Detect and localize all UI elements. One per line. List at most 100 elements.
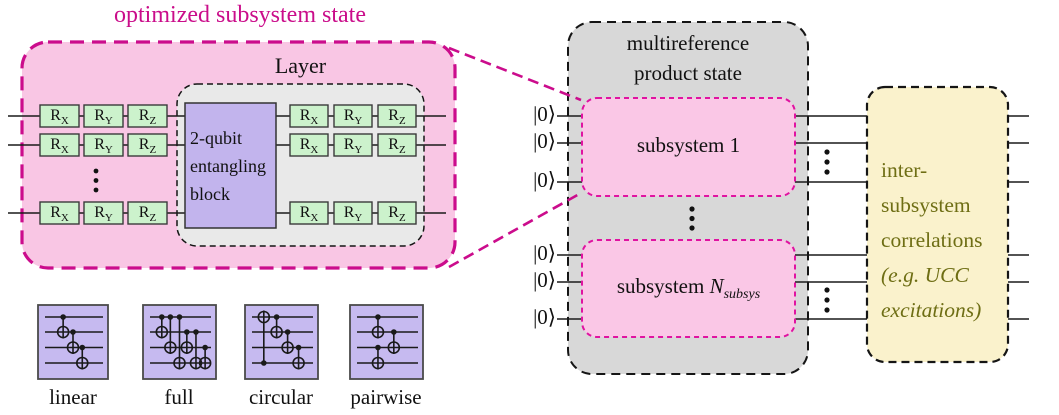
cnot-control-dot: [261, 360, 267, 366]
rotation-gate-label: RZ: [388, 136, 406, 157]
cnot-target-circle: [66, 341, 80, 354]
cnot-control-dot: [159, 314, 165, 320]
rotation-gate-rect: [39, 104, 80, 128]
subsystem1-wires-ellipsis: [824, 149, 830, 175]
rotation-gate-rect: [83, 133, 124, 157]
rotation-gate-label: RZ: [138, 107, 157, 128]
dot: [689, 215, 695, 222]
rotation-gate-rect: [377, 133, 417, 157]
cnot-target-circle: [292, 356, 305, 370]
subsystem-1-label: subsystem 1: [636, 133, 741, 157]
subsystemN-wires-ellipsis: [824, 287, 830, 313]
inter-subsystem-line-3: correlations: [881, 228, 983, 252]
ket-zero-label: |0⟩: [533, 241, 556, 265]
entangling-block: [184, 102, 277, 229]
callout-line-bottom: [448, 191, 582, 269]
ket-zero-label: |0⟩: [533, 168, 556, 192]
rotation-gate-label: RY: [94, 136, 113, 157]
dot: [93, 178, 99, 183]
cnot-control-dot: [167, 314, 174, 320]
cnot-target-circle: [281, 341, 294, 354]
cnot-target-circle: [189, 356, 203, 370]
subsystem-n-label: subsystem Nsubsys: [582, 274, 795, 303]
cnot-target-circle: [75, 356, 89, 370]
pattern-circuits-layer: [45, 310, 418, 370]
subsystem-n-prefix: subsystem: [616, 274, 710, 298]
inter-subsystem-line-2: subsystem: [881, 193, 971, 217]
cnot-control-dot: [202, 344, 208, 351]
rotation-gate-label: RY: [343, 136, 363, 157]
cnot-control-dot: [273, 314, 280, 320]
rotation-gate-label: RY: [343, 204, 363, 225]
pattern-label-circular: circular: [248, 385, 314, 409]
cnot-control-dot: [375, 314, 381, 320]
rotation-gate-label: RX: [50, 136, 69, 157]
dot: [689, 225, 695, 231]
ket-zero-label: |0⟩: [533, 129, 556, 153]
dot: [93, 187, 99, 193]
rotation-gate-label: RX: [299, 107, 319, 128]
rotation-gate-rect: [377, 104, 417, 128]
rotation-gate-rect: [83, 104, 124, 128]
multireference-title-line-2: product state: [634, 61, 742, 85]
rotation-gate-label: RZ: [388, 107, 406, 128]
subsystem-n-box: [581, 239, 796, 338]
rotation-gate-rect: [289, 133, 329, 157]
pattern-box-pairwise: [349, 304, 424, 380]
dot: [824, 307, 830, 313]
dot: [824, 159, 830, 165]
multireference-title: multireference product state: [568, 28, 808, 88]
cnot-control-dot: [295, 344, 302, 351]
pattern-label-linear: linear: [49, 385, 97, 409]
entangling-line-2: entangling: [190, 156, 266, 176]
rotation-gate-label: RX: [299, 136, 319, 157]
cnot-control-dot: [184, 329, 190, 335]
rotation-gate-rect: [377, 201, 417, 225]
subsystem-1-box: [581, 97, 796, 197]
rotation-gate-rect: [127, 201, 168, 225]
cnot-target-circle: [371, 325, 385, 339]
entangling-line-3: block: [190, 184, 230, 204]
rotation-gate-label: RY: [94, 204, 113, 225]
rotation-gate-rect: [39, 201, 80, 225]
inter-subsystem-box: [865, 85, 1010, 364]
rotation-gate-rect: [39, 133, 80, 157]
left-circuit-ellipsis: [93, 168, 99, 193]
subsystems-ellipsis: [689, 206, 695, 231]
rotation-gate-rect: [83, 201, 124, 225]
cnot-target-circle: [173, 356, 186, 370]
subsystem-n-var: N: [709, 274, 724, 298]
cnot-target-circle: [180, 341, 194, 354]
cnot-target-circle: [257, 310, 271, 324]
ket-zero-label: |0⟩: [533, 305, 556, 329]
cnot-target-circle: [371, 356, 385, 370]
pattern-label-full: full: [164, 385, 194, 409]
rotation-gate-label: RY: [94, 107, 113, 128]
dot: [824, 169, 830, 175]
inter-subsystem-line-1: inter-: [881, 158, 928, 182]
cnot-target-circle: [387, 341, 401, 354]
rotation-gate-label: RX: [299, 204, 319, 225]
ket-zero-label: |0⟩: [533, 102, 556, 126]
cnot-target-circle: [270, 325, 283, 339]
rotation-gates-layer: [39, 104, 417, 225]
rotation-gate-label: RZ: [138, 204, 157, 225]
pattern-label-pairwise: pairwise: [350, 385, 422, 409]
entangling-line-1: 2-qubit: [190, 128, 242, 148]
rotation-gate-label: RZ: [388, 204, 406, 225]
rotation-gate-label: RX: [50, 204, 69, 225]
rotation-gate-rect: [289, 201, 329, 225]
cnot-target-circle: [155, 325, 169, 339]
inter-subsystem-label: inter- subsystem correlations (e.g. UCC …: [881, 153, 983, 328]
rotation-gate-rect: [289, 104, 329, 128]
subsystem-n-subscript: subsys: [723, 287, 761, 303]
layer-label: Layer: [274, 53, 327, 78]
optimized-state-title: optimized subsystem state: [114, 2, 366, 28]
inter-subsystem-line-4: (e.g. UCC: [881, 263, 969, 287]
rotation-gate-rect: [333, 201, 373, 225]
inter-subsystem-line-5: excitations): [881, 298, 982, 322]
dot: [689, 206, 695, 212]
cnot-target-circle: [198, 356, 212, 370]
